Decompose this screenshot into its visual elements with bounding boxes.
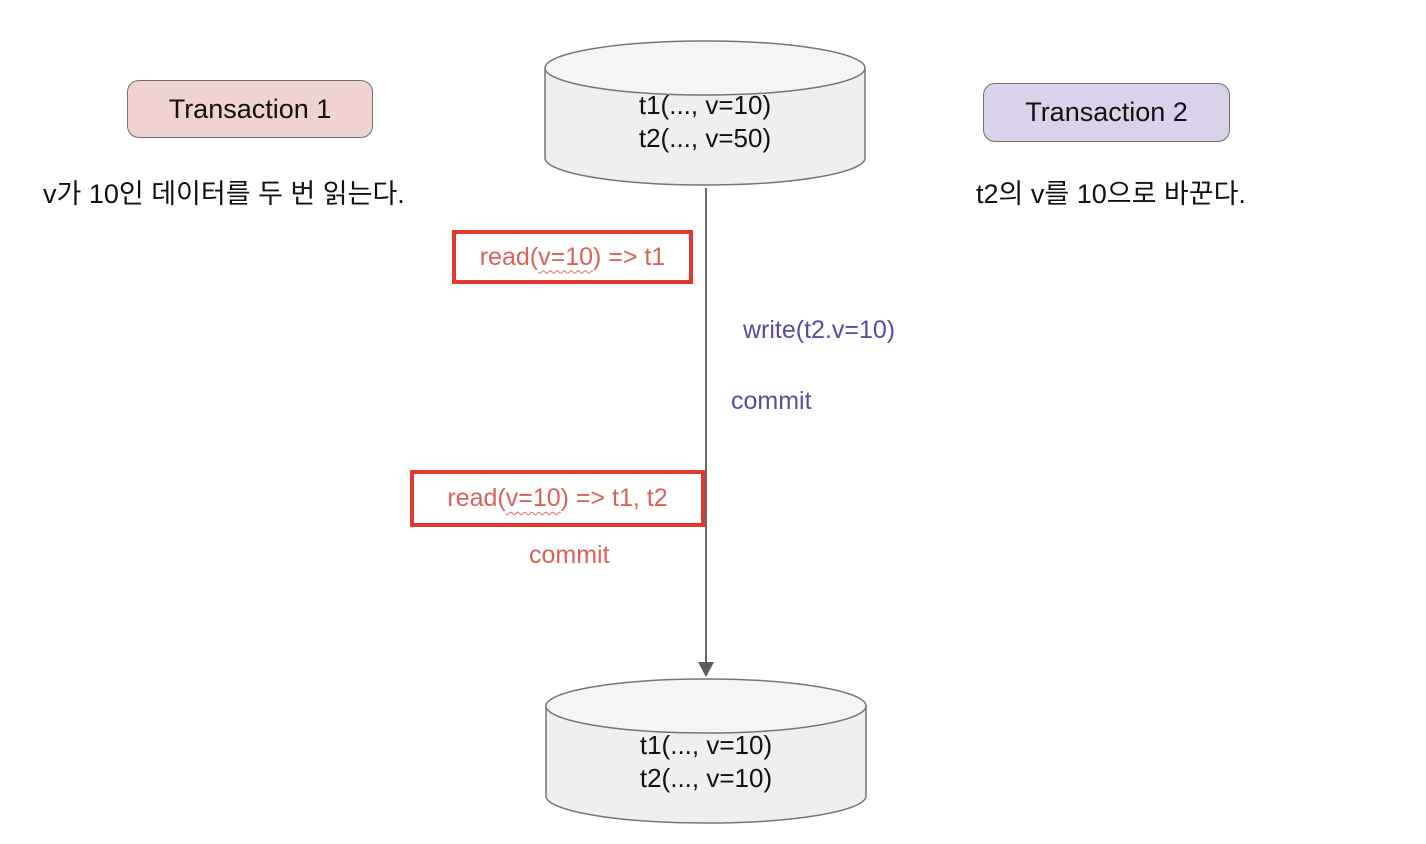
read1-highlight-box: read(v=10) => t1 — [452, 230, 693, 284]
database-after-rows: t1(..., v=10) t2(..., v=10) — [544, 729, 868, 795]
db-row: t1(..., v=10) — [638, 90, 772, 120]
timeline-arrow-line — [705, 188, 707, 664]
database-after-cylinder: t1(..., v=10) t2(..., v=10) — [544, 677, 868, 827]
commit-t1-label: commit — [529, 541, 610, 569]
transaction2-description: t2의 v를 10으로 바꾼다. — [976, 179, 1246, 209]
read1-label: read(v=10) => t1 — [479, 242, 666, 271]
read2-highlight-box: read(v=10) => t1, t2 — [410, 470, 705, 527]
transaction2-badge: Transaction 2 — [983, 83, 1230, 142]
spellcheck-underline: v=10 — [538, 242, 594, 271]
database-before-rows: t1(..., v=10) t2(..., v=50) — [543, 89, 867, 155]
database-before-cylinder: t1(..., v=10) t2(..., v=50) — [543, 39, 867, 189]
db-row: t2(..., v=10) — [639, 763, 773, 793]
database-cylinder-icon — [544, 40, 866, 186]
write-operation-label: write(t2.v=10) — [743, 316, 896, 344]
arrow-down-icon — [698, 662, 714, 677]
transaction2-label: Transaction 2 — [1025, 97, 1188, 127]
read2-label: read(v=10) => t1, t2 — [447, 484, 668, 512]
transaction1-badge: Transaction 1 — [127, 80, 373, 138]
transaction1-description: v가 10인 데이터를 두 번 읽는다. — [43, 179, 405, 209]
db-row: t1(..., v=10) — [639, 730, 773, 760]
commit-t2-label: commit — [731, 387, 812, 415]
transaction1-label: Transaction 1 — [168, 93, 332, 124]
db-row: t2(..., v=50) — [638, 123, 772, 153]
database-cylinder-icon — [545, 678, 867, 824]
spellcheck-underline: v=10 — [505, 484, 561, 512]
